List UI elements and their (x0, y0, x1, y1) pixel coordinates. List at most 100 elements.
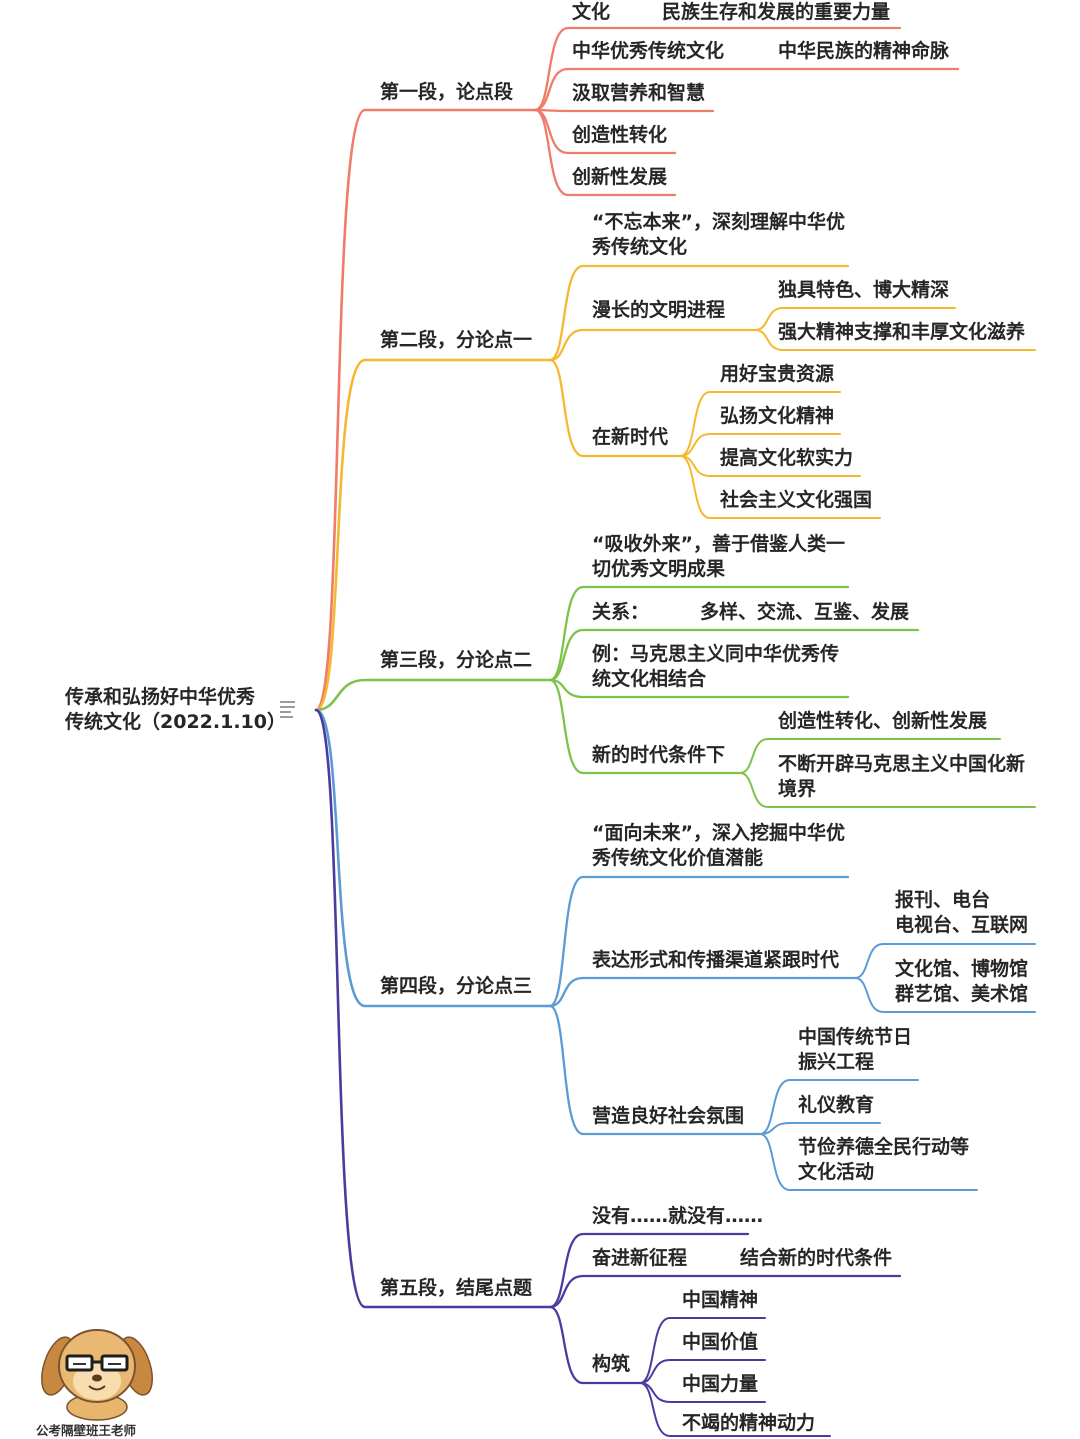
connector-b4-child-3-sub-3 (759, 1133, 978, 1191)
branch-4-label: 第四段，分论点三 (380, 975, 533, 997)
b2-child-3-sub-1: 用好宝贵资源 (720, 363, 835, 385)
connector-b4-child-3-sub-1 (759, 1079, 919, 1135)
b3-child-1-line-2: 切优秀文明成果 (592, 558, 726, 580)
connector-b4-child-3 (548, 1004, 762, 1136)
b5-child-1: 没有……就没有…… (592, 1205, 764, 1227)
branch-5-label: 第五段，结尾点题 (380, 1277, 533, 1299)
connector-b5-child-3 (548, 1305, 642, 1385)
branch-2-lines (314, 264, 1036, 712)
connector-b5-child-3-sub-2 (639, 1359, 766, 1384)
b2-child-3: 在新时代 (592, 426, 669, 448)
b1-child-1: 文化 (572, 1, 611, 23)
connector-b2-child-2-sub-2 (754, 329, 1036, 351)
branch-5-lines (314, 708, 902, 1437)
root-topic-line-1: 传承和弘扬好中华优秀 (65, 686, 256, 708)
b3-child-4-sub-2-line-1: 不断开辟马克思主义中国化新 (778, 753, 1026, 775)
b4-child-2-sub-2-line-2: 群艺馆、美术馆 (895, 983, 1029, 1005)
connector-b2-child-3-sub-2 (679, 433, 841, 457)
connector-b1-child-3 (533, 108, 715, 113)
connector-b5-child-3-sub-4 (639, 1382, 831, 1437)
connector-b4-child-2-sub-2 (854, 977, 1036, 1013)
connector-b3-child-2 (548, 628, 920, 682)
b4-child-2: 表达形式和传播渠道紧跟时代 (592, 949, 840, 971)
b4-child-3-sub-3: 节俭养德全民行动等 文化活动 (798, 1135, 969, 1185)
branch-1-lines (314, 26, 960, 712)
connector-branch-5 (314, 708, 552, 1309)
connector-b1-child-5 (533, 108, 677, 197)
b1-child-4: 创造性转化 (572, 124, 668, 146)
b2-child-1-line-2: 秀传统文化 (592, 236, 688, 258)
b1-child-2-detail: 中华民族的精神命脉 (778, 40, 950, 62)
b1-child-3: 汲取营养和智慧 (572, 82, 706, 104)
connector-b2-child-3-sub-1 (679, 391, 841, 457)
b2-child-2-sub-1: 独具特色、博大精深 (778, 279, 950, 301)
root-topic: 传承和弘扬好中华优秀 传统文化（2022.1.10） (65, 685, 286, 735)
watermark-text: 公考隔壁班王老师 (36, 1423, 137, 1438)
b5-child-2-detail: 结合新的时代条件 (740, 1247, 893, 1269)
connector-b4-child-1 (548, 875, 850, 1008)
connector-b5-child-2 (548, 1274, 902, 1309)
b5-child-3-sub-3: 中国力量 (682, 1373, 759, 1395)
b3-child-4-sub-1: 创造性转化、创新性发展 (778, 710, 988, 732)
notes-icon[interactable] (278, 698, 298, 720)
branch-4-lines (314, 708, 1036, 1191)
connector-branch-3 (314, 678, 552, 712)
b4-child-3-sub-3-line-1: 节俭养德全民行动等 (798, 1136, 970, 1158)
connector-b3-child-3 (548, 678, 850, 699)
b3-child-3-line-2: 统文化相结合 (592, 668, 707, 690)
connector-branch-2 (314, 358, 552, 712)
b4-child-3-sub-1-line-2: 振兴工程 (798, 1051, 875, 1073)
branch-3-label: 第三段，分论点二 (380, 649, 533, 671)
connector-b3-child-4 (548, 678, 742, 775)
b3-child-2-detail: 多样、交流、互鉴、发展 (700, 601, 910, 623)
connector-b1-child-1 (533, 26, 902, 112)
branch-1-label: 第一段，论点段 (380, 81, 514, 103)
b4-child-3-sub-3-line-2: 文化活动 (798, 1161, 875, 1183)
connector-branch-1 (314, 108, 537, 712)
b4-child-2-sub-2: 文化馆、博物馆 群艺馆、美术馆 (895, 957, 1028, 1007)
connector-b4-child-2 (548, 976, 857, 1008)
connector-b2-child-1 (548, 264, 850, 362)
b2-child-3-sub-3: 提高文化软实力 (720, 447, 854, 469)
b4-child-2-sub-1-line-1: 报刊、电台 (895, 889, 991, 911)
b3-child-3: 例：马克思主义同中华优秀传 统文化相结合 (592, 642, 839, 692)
connector-b1-child-2 (533, 67, 960, 112)
b3-child-4-sub-2: 不断开辟马克思主义中国化新 境界 (778, 752, 1025, 802)
root-topic-line-2: 传统文化（2022.1.10） (65, 711, 286, 733)
b4-child-1-line-2: 秀传统文化价值潜能 (592, 847, 764, 869)
b5-child-2: 奋进新征程 (592, 1247, 688, 1269)
connector-b2-child-3-sub-4 (679, 455, 881, 519)
b3-child-4: 新的时代条件下 (592, 744, 726, 766)
b5-child-3-sub-1: 中国精神 (682, 1289, 759, 1311)
b3-child-1-line-1: “吸收外来”，善于借鉴人类一 (592, 533, 845, 555)
b4-child-2-sub-1-line-2: 电视台、互联网 (895, 914, 1029, 936)
b2-child-1: “不忘本来”，深刻理解中华优 秀传统文化 (592, 210, 845, 260)
connector-b3-child-4-sub-2 (739, 772, 1036, 808)
b4-child-1: “面向未来”，深入挖掘中华优 秀传统文化价值潜能 (592, 821, 845, 871)
connector-b3-child-4-sub-1 (739, 738, 1001, 774)
b3-child-4-sub-2-line-2: 境界 (778, 778, 817, 800)
branch-3-lines (314, 585, 1036, 808)
connector-b2-child-2 (548, 328, 757, 362)
b3-child-2: 关系： (592, 601, 650, 623)
connector-b3-child-1 (548, 585, 850, 682)
b5-child-3-sub-4: 不竭的精神动力 (682, 1412, 816, 1434)
connector-b5-child-3-sub-1 (639, 1317, 766, 1384)
b1-child-1-detail: 民族生存和发展的重要力量 (662, 1, 891, 23)
b4-child-1-line-1: “面向未来”，深入挖掘中华优 (592, 822, 845, 844)
b2-child-2: 漫长的文明进程 (592, 299, 726, 321)
b2-child-3-sub-2: 弘扬文化精神 (720, 405, 835, 427)
b1-child-2: 中华优秀传统文化 (572, 40, 725, 62)
b4-child-2-sub-1: 报刊、电台 电视台、互联网 (895, 888, 1028, 938)
connector-b2-child-2-sub-1 (754, 307, 956, 331)
b2-child-1-line-1: “不忘本来”，深刻理解中华优 (592, 211, 845, 233)
b4-child-3-sub-1-line-1: 中国传统节日 (798, 1026, 913, 1048)
connector-b4-child-2-sub-1 (854, 943, 1036, 979)
b4-child-3: 营造良好社会氛围 (592, 1105, 745, 1127)
b2-child-3-sub-4: 社会主义文化强国 (720, 489, 873, 511)
connector-b4-child-3-sub-2 (759, 1122, 881, 1135)
connector-b2-child-3 (548, 358, 682, 458)
b3-child-3-line-1: 例：马克思主义同中华优秀传 (592, 643, 840, 665)
b2-child-2-sub-2: 强大精神支撑和丰厚文化滋养 (778, 321, 1026, 343)
b4-child-3-sub-1: 中国传统节日 振兴工程 (798, 1025, 912, 1075)
